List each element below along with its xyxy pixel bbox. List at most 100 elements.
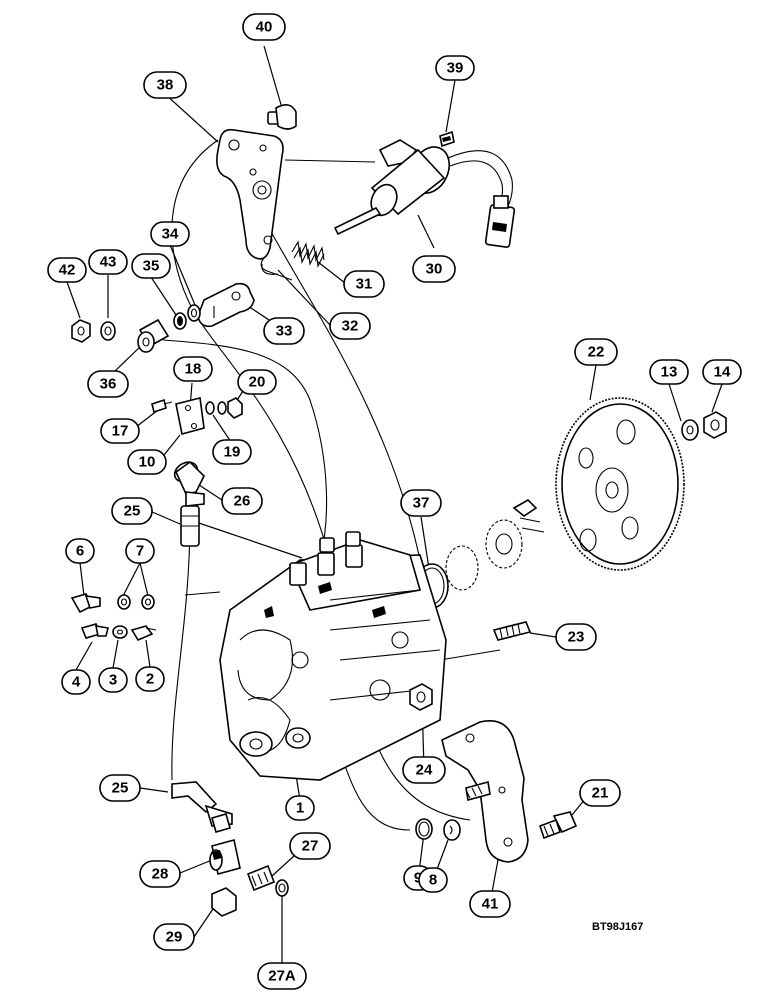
callout-10-bubble — [127, 449, 167, 475]
part-43-washer — [100, 321, 116, 341]
part-41-bracket — [441, 720, 529, 863]
callout-4-label: 4 — [72, 674, 81, 691]
callout-6: 6 — [65, 538, 95, 564]
callout-26: 26 — [221, 487, 263, 515]
callout-8-bubble — [418, 867, 448, 893]
callout-14-bubble — [702, 359, 742, 385]
callout-7: 7 — [125, 538, 155, 564]
part-27a-oring — [275, 879, 289, 897]
part-9-oring — [415, 818, 433, 840]
part-4-fitting — [80, 623, 109, 639]
callout-37-label: 37 — [413, 495, 430, 512]
callout-25-upper: 25 — [111, 497, 153, 525]
part-40-bolt — [267, 104, 297, 130]
callout-27-label: 27 — [302, 838, 319, 855]
callout-35: 35 — [131, 253, 171, 279]
callout-23: 23 — [555, 623, 597, 651]
callout-41-bubble — [469, 890, 511, 918]
callout-31: 31 — [343, 270, 385, 298]
part-20-nut — [227, 397, 243, 419]
figure-reference-code: BT98J167 — [592, 921, 643, 933]
callout-22: 22 — [574, 338, 618, 366]
callout-30: 30 — [412, 255, 456, 283]
callout-43-bubble — [88, 249, 128, 275]
callout-2: 2 — [135, 666, 165, 692]
callout-6-label: 6 — [76, 543, 84, 560]
callout-35-label: 35 — [143, 258, 160, 275]
part-39-screw — [439, 130, 455, 148]
callout-37: 37 — [400, 489, 442, 517]
callout-24-label: 24 — [416, 762, 433, 779]
callout-33-bubble — [263, 317, 305, 345]
callout-20-bubble — [237, 369, 277, 395]
callout-21-bubble — [579, 779, 621, 807]
callout-10-label: 10 — [139, 454, 156, 471]
callout-10: 10 — [127, 449, 167, 475]
callout-28-bubble — [139, 860, 181, 888]
callout-13-bubble — [649, 359, 689, 385]
callout-4: 4 — [61, 669, 91, 695]
callout-19: 19 — [212, 439, 252, 465]
callout-24: 24 — [402, 756, 446, 784]
callout-40-bubble — [242, 13, 286, 41]
callout-20-label: 20 — [249, 374, 266, 391]
callout-39-bubble — [435, 55, 475, 81]
callout-34: 34 — [150, 221, 190, 247]
part-25-pipe-lower — [171, 781, 233, 833]
part-6-plug — [70, 593, 101, 614]
part-hub-assembly — [445, 499, 545, 591]
callout-2-label: 2 — [146, 671, 154, 688]
part-23-stud — [492, 621, 532, 641]
callout-19-label: 19 — [224, 444, 241, 461]
callout-17: 17 — [100, 418, 140, 444]
callout-36: 36 — [87, 370, 129, 398]
callout-13-label: 13 — [661, 364, 678, 381]
part-14-nut — [703, 411, 727, 439]
part-21-bolt — [538, 811, 578, 840]
callout-3-label: 3 — [109, 672, 117, 689]
callout-6-bubble — [65, 538, 95, 564]
callout-25-lower: 25 — [99, 774, 141, 802]
part-35-ring — [173, 312, 187, 330]
part-33-lever — [197, 282, 255, 328]
callout-18: 18 — [173, 356, 213, 382]
callout-27a: 27A — [257, 962, 307, 990]
part-25-pipe-upper — [180, 505, 200, 547]
callout-28: 28 — [139, 860, 181, 888]
callout-42-label: 42 — [59, 262, 76, 279]
callout-18-bubble — [173, 356, 213, 382]
callout-23-label: 23 — [568, 629, 585, 646]
callout-21-label: 21 — [592, 785, 609, 802]
callout-33: 33 — [263, 317, 305, 345]
callout-25-upper-label: 25 — [124, 503, 141, 520]
parts-drawing — [70, 104, 727, 917]
callout-43: 43 — [88, 249, 128, 275]
callout-4-bubble — [61, 669, 91, 695]
callout-40: 40 — [242, 13, 286, 41]
part-38-bracket — [216, 128, 284, 260]
callout-39: 39 — [435, 55, 475, 81]
callout-21: 21 — [579, 779, 621, 807]
callout-36-label: 36 — [100, 376, 117, 393]
callout-18-label: 18 — [185, 361, 202, 378]
part-10-plate — [175, 397, 205, 435]
callout-26-label: 26 — [234, 493, 251, 510]
part-27-fitting — [246, 864, 276, 892]
callout-32-label: 32 — [342, 318, 359, 335]
callout-31-bubble — [343, 270, 385, 298]
callout-38-bubble — [143, 71, 187, 99]
callout-41-label: 41 — [482, 896, 499, 913]
part-36-bushing — [137, 318, 170, 353]
callout-30-bubble — [412, 255, 456, 283]
callout-25-lower-bubble — [99, 774, 141, 802]
callout-8-label: 8 — [429, 872, 437, 889]
callout-33-label: 33 — [276, 323, 293, 340]
callout-1-label: 1 — [296, 800, 304, 817]
callout-38-label: 38 — [157, 77, 174, 94]
part-17-screw — [151, 398, 173, 414]
callout-27-bubble — [289, 832, 331, 860]
callout-42: 42 — [47, 257, 87, 283]
callout-17-label: 17 — [112, 423, 129, 440]
part-19-washer — [217, 401, 227, 415]
